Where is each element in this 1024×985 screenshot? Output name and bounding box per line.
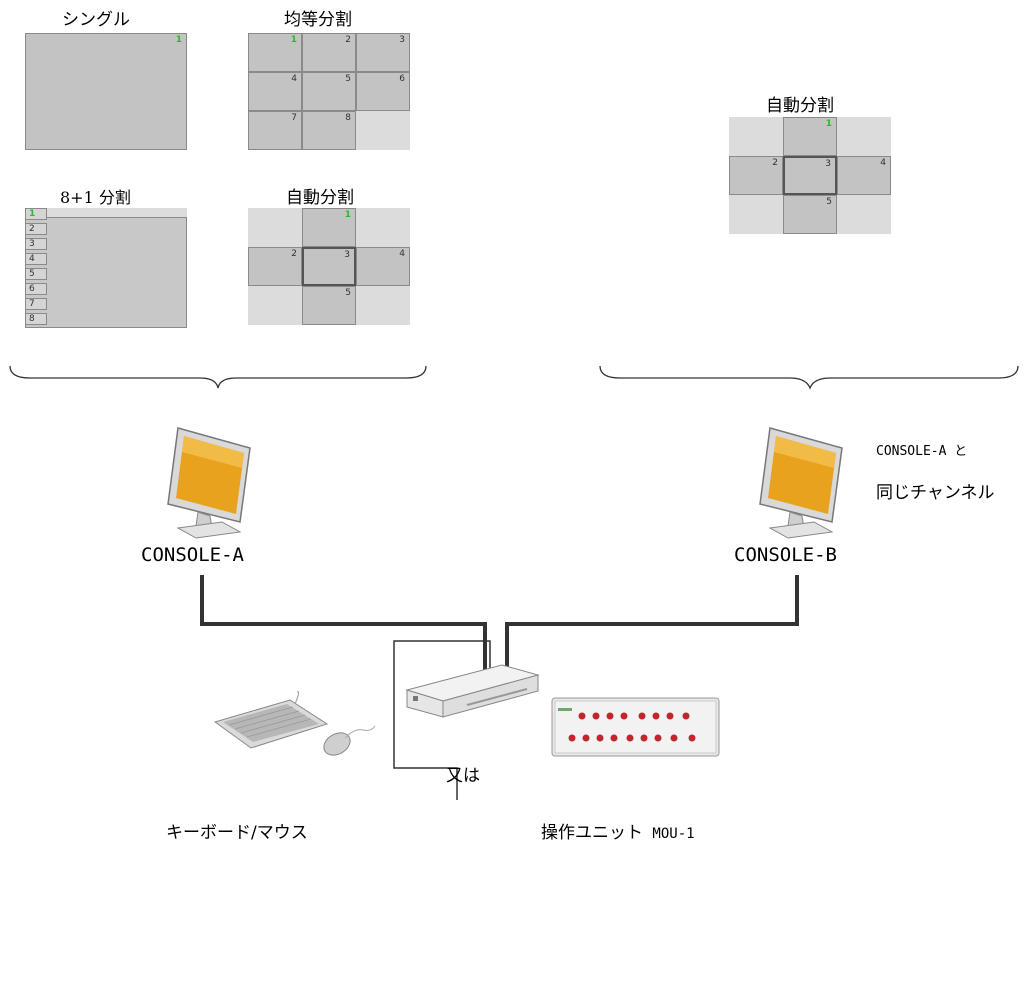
pane: 5 <box>302 72 356 111</box>
pane-number: 8 <box>345 113 351 123</box>
main-pane-header <box>47 208 187 218</box>
pane-number: 4 <box>880 158 886 168</box>
pane-number: 3 <box>344 250 350 260</box>
layout-title-auto-a: 自動分割 <box>286 188 354 208</box>
layout-title-equal: 均等分割 <box>284 10 352 30</box>
pane-number: 3 <box>825 159 831 169</box>
operation-unit-label: 操作ユニット MOU-1 <box>541 823 695 844</box>
cable-input <box>393 640 491 800</box>
pane-empty <box>356 286 410 325</box>
pane-selected: 3 <box>302 247 356 286</box>
pane-number: 5 <box>345 74 351 84</box>
or-label: 又は <box>446 766 480 786</box>
side-pane: 8 <box>25 313 47 325</box>
operation-unit-model: MOU-1 <box>652 826 695 842</box>
pane: 2 <box>729 156 783 195</box>
layout-8plus1: 1 1 2 3 4 5 6 7 8 <box>25 208 187 328</box>
side-pane: 4 <box>25 253 47 265</box>
pane-empty <box>729 195 783 234</box>
layout-equal-grid: 1 2 3 4 5 6 7 8 <box>248 33 410 150</box>
pane: 1 <box>248 33 302 72</box>
pane-number: 7 <box>291 113 297 123</box>
pane: 5 <box>302 286 356 325</box>
pane-selected: 3 <box>783 156 837 195</box>
pane: 2 <box>302 33 356 72</box>
pane-number: 4 <box>291 74 297 84</box>
side-pane: 6 <box>25 283 47 295</box>
brace-left <box>9 365 427 389</box>
pane: 1 <box>302 208 356 247</box>
pane-empty <box>356 111 410 150</box>
pane: 4 <box>837 156 891 195</box>
layout-auto-a: 1 2 3 4 5 <box>248 208 410 325</box>
pane-empty <box>248 286 302 325</box>
pane: 8 <box>302 111 356 150</box>
pane: 2 <box>248 247 302 286</box>
pane: 6 <box>356 72 410 111</box>
pane-number: 2 <box>345 35 351 45</box>
side-pane: 3 <box>25 238 47 250</box>
pane-number: 2 <box>291 249 297 259</box>
layout-title-single: シングル <box>62 10 130 30</box>
pane-number: 5 <box>826 197 832 207</box>
pane: 3 <box>356 33 410 72</box>
keyboard-mouse-label: キーボード/マウス <box>166 823 308 843</box>
pane-number: 2 <box>772 158 778 168</box>
pane-empty <box>837 117 891 156</box>
console-b-label: CONSOLE-B <box>734 544 837 566</box>
cable-console-b <box>505 575 799 670</box>
layout-single-pane: 1 <box>25 33 187 150</box>
pane-number: 5 <box>345 288 351 298</box>
side-pane: 7 <box>25 298 47 310</box>
brace-right <box>599 365 1019 390</box>
side-pane: 1 <box>25 208 47 220</box>
cable-console-a <box>200 575 487 670</box>
pane: 1 <box>783 117 837 156</box>
console-a-label: CONSOLE-A <box>141 544 244 566</box>
side-pane: 5 <box>25 268 47 280</box>
layout-title-auto-b: 自動分割 <box>766 96 834 116</box>
pane: 4 <box>356 247 410 286</box>
pane-empty <box>356 208 410 247</box>
pane-number: 1 <box>290 35 297 45</box>
pane: 5 <box>783 195 837 234</box>
layout-title-8plus1: 8+1 分割 <box>60 188 131 207</box>
pane-number: 1 <box>29 209 36 219</box>
main-pane: 1 <box>25 208 187 328</box>
layout-auto-b: 1 2 3 4 5 <box>729 117 891 234</box>
pane-number: 1 <box>825 119 832 129</box>
pane-number: 1 <box>344 210 351 220</box>
side-pane: 2 <box>25 223 47 235</box>
pane: 4 <box>248 72 302 111</box>
pane-number: 1 <box>175 35 182 45</box>
pane-empty <box>837 195 891 234</box>
operation-unit-name: 操作ユニット <box>541 823 643 843</box>
console-b-note-line1: CONSOLE-A と <box>876 444 968 459</box>
pane-number: 4 <box>399 249 405 259</box>
pane-empty <box>729 117 783 156</box>
console-b-note-line2: 同じチャンネル <box>876 483 995 503</box>
pane-empty <box>248 208 302 247</box>
pane: 7 <box>248 111 302 150</box>
pane-number: 6 <box>399 74 405 84</box>
pane-number: 3 <box>399 35 405 45</box>
